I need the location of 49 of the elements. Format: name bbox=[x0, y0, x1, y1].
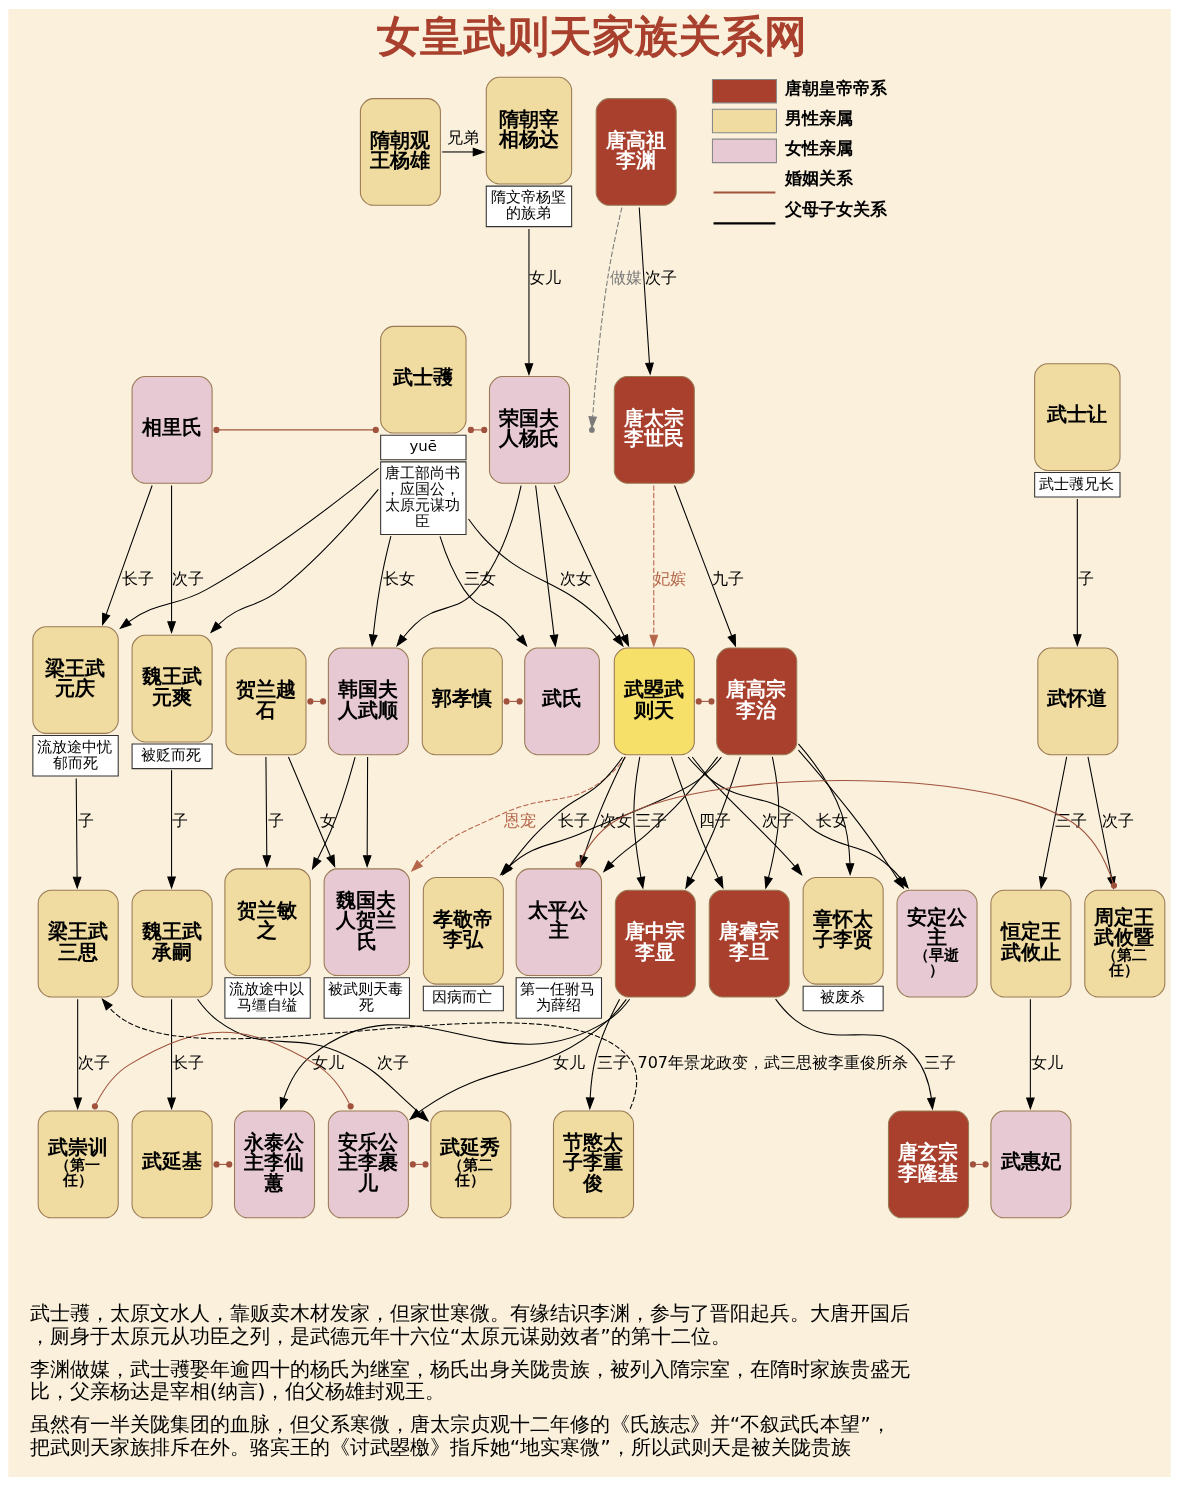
legend-label: 女性亲属 bbox=[785, 137, 853, 158]
edge-label: 子 bbox=[1077, 569, 1094, 589]
node-label: 因病而亡 bbox=[432, 988, 493, 1007]
diagram-title: 女皇武则天家族关系网 bbox=[377, 10, 808, 61]
edge-label: 九子 bbox=[711, 569, 744, 589]
node-label: 流放途中以马缰自缢 bbox=[229, 979, 305, 1014]
edge-label: 次子 bbox=[1102, 811, 1135, 831]
edge-label: 兄弟 bbox=[447, 128, 480, 148]
edge-label: 女 bbox=[320, 811, 337, 831]
node-label: 隋文帝杨坚的族弟 bbox=[490, 188, 566, 223]
edge-label: 子 bbox=[78, 811, 95, 831]
edge-label: 长女 bbox=[383, 569, 416, 589]
label: 李渊做媒，武士彟娶年逾四十的杨氏为继室，杨氏出身关陇贵族，被列入隋宗室，在隋时家族贵盛无比，父亲杨达是宰相(纳言)，伯父杨雄封观王。 bbox=[29, 1356, 910, 1404]
node-label: 被废杀 bbox=[820, 988, 866, 1007]
edge-label: 女儿 bbox=[311, 1053, 344, 1073]
edge-label: 妃嫔 bbox=[654, 569, 687, 589]
legend-label: 唐朝皇帝帝系 bbox=[785, 78, 887, 99]
edge-label: 做媒 bbox=[609, 268, 642, 288]
edge-label: 女儿 bbox=[1030, 1053, 1063, 1073]
edge-label: 次子 bbox=[762, 811, 795, 831]
edge-label: 长子 bbox=[172, 1053, 205, 1073]
node-label: 第一任驸马为薛绍 bbox=[520, 979, 596, 1014]
edge-label: 次子 bbox=[376, 1053, 409, 1073]
edge-label: 三子 bbox=[1055, 811, 1088, 831]
edge-label: 子 bbox=[268, 811, 285, 831]
edge-label: 女儿 bbox=[529, 268, 562, 288]
edge-label: 707年景龙政变，武三思被李重俊所杀 bbox=[637, 1053, 909, 1073]
legend-label: 婚姻关系 bbox=[785, 168, 853, 189]
edge-label: 长子 bbox=[558, 811, 591, 831]
edge-label: 长子 bbox=[121, 569, 154, 589]
label: 武士彟，太原文水人，靠贩卖木材发家，但家世寒微。有缘结识李渊，参与了晋阳起兵。大唐开国后，厕身于太原元从功臣之列，是武德元年十六位“太原元谋勋效者”的第十二位。 bbox=[29, 1301, 910, 1348]
edge-label: 次子 bbox=[644, 268, 677, 288]
edge-label: 三子 bbox=[924, 1053, 957, 1073]
label: 虽然有一半关陇集团的血脉，但父系寒微，唐太宗贞观十二年修的《氏族志》并“不叙武氏本望”，把武则天家族排斥在外。骆宾王的《讨武曌檄》指斥她“地实寒微”，所以武则天是被关陇贵族 bbox=[29, 1412, 891, 1459]
node-label: 唐工部尚书，应国公，太原元谋功臣 bbox=[384, 464, 460, 531]
node-label: 流放途中忧郁而死 bbox=[37, 737, 113, 772]
legend-label: 男性亲属 bbox=[785, 108, 853, 129]
edge-label: 次子 bbox=[78, 1053, 111, 1073]
node-label: 武士彟兄长 bbox=[1038, 474, 1114, 493]
edge-label: 次子 bbox=[172, 569, 205, 589]
node-label: 被贬而死 bbox=[141, 746, 202, 765]
edge-label: 子 bbox=[172, 811, 189, 831]
edge-label: 恩宠 bbox=[503, 811, 536, 831]
node-label: 被武则天毒死 bbox=[328, 979, 404, 1014]
edge-label: 三子 bbox=[596, 1053, 629, 1073]
node-label: yuē bbox=[409, 437, 437, 456]
edge-label: 女儿 bbox=[552, 1053, 585, 1073]
legend-label: 父母子女关系 bbox=[785, 199, 887, 220]
edge-label: 次女 bbox=[560, 569, 593, 589]
